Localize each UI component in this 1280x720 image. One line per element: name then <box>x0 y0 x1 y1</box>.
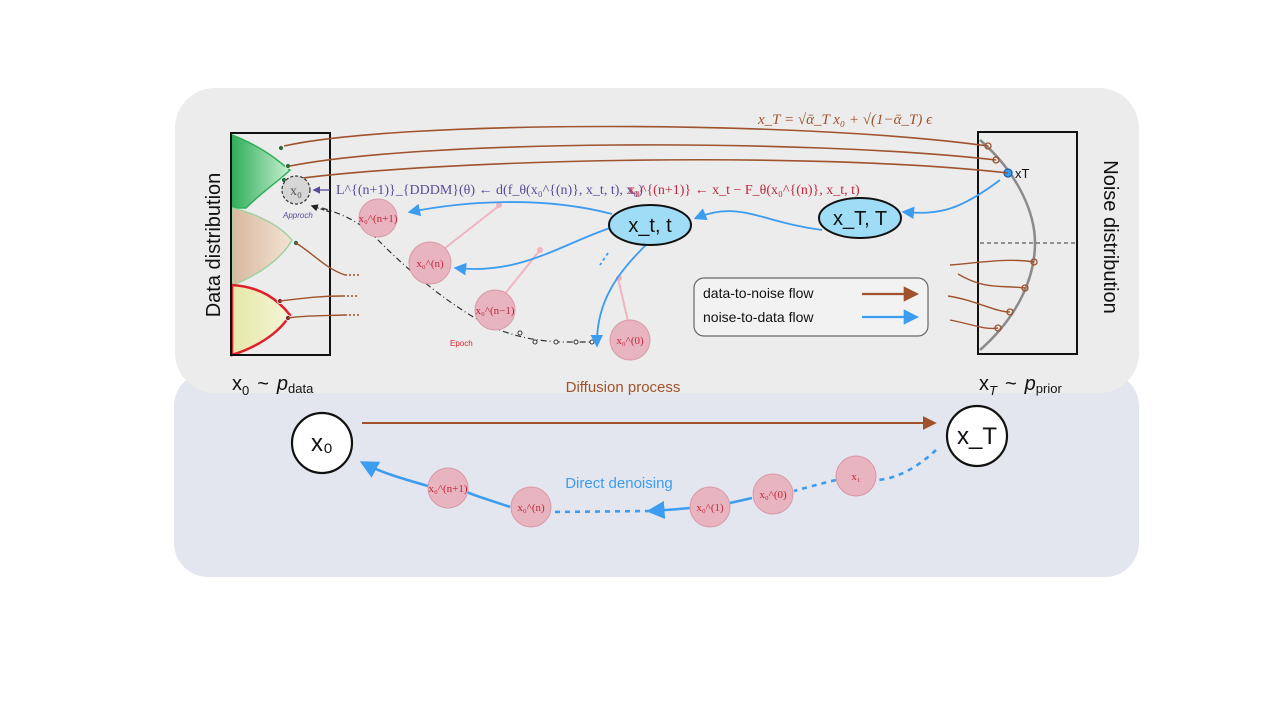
top-iterate-3: x₀^(0) <box>609 319 651 361</box>
reverse-arrows <box>407 179 1001 348</box>
xT-marker-label: xT <box>1015 166 1030 181</box>
bottom-iterates: x₀^(n+1) x₀^(n) x₀^(1) x₀^(0) x₁ <box>427 455 877 528</box>
data-distribution-label: Data distribution <box>203 173 225 318</box>
green-mode <box>231 133 292 209</box>
svg-text:x₀^(n): x₀^(n) <box>416 258 444 270</box>
epoch-label: Epoch <box>450 339 473 348</box>
noise-distribution-label: Noise distribution <box>1099 160 1121 313</box>
update-equation: x₀^{(n+1)} ← x_t − F_θ(x₀^{(n)}, x_t, t) <box>628 183 860 198</box>
bottom-iterate-1: x₀^(n) <box>510 486 552 528</box>
x0-pdata-label: x0~pdata <box>232 373 314 398</box>
svg-text:x_T: x_T <box>957 423 997 450</box>
bottom-xT-node: x_T <box>945 404 1009 468</box>
forward-curves <box>283 125 1009 181</box>
node-xT-T: x_T, T <box>818 197 902 239</box>
noise-box-frame <box>977 131 1078 355</box>
bottom-iterate-4: x₁ <box>835 455 877 497</box>
bottom-denoising-path <box>359 449 937 520</box>
node-xt-t: x_t, t <box>608 204 692 246</box>
tan-mode <box>231 207 293 287</box>
svg-text:x_T, T: x_T, T <box>833 208 887 230</box>
svg-text:x₀: x₀ <box>290 184 302 199</box>
legend-item-reverse: noise-to-data flow <box>703 309 814 325</box>
data-box-frame <box>230 132 331 356</box>
svg-text:x₀^(0): x₀^(0) <box>616 335 644 347</box>
x0-target-bubble: x₀ Approch <box>281 175 313 220</box>
bottom-x0-node: x₀ <box>290 411 354 475</box>
svg-text:x₀: x₀ <box>311 430 333 457</box>
diffusion-process-label: Diffusion process <box>566 379 681 396</box>
svg-text:x0~pdata: x0~pdata <box>232 373 314 398</box>
direct-denoising-label: Direct denoising <box>565 475 673 492</box>
top-iterates: x₀^(n+1) x₀^(n) x₀^(n−1) x₀^(0) <box>358 198 651 361</box>
svg-text:x₀^(1): x₀^(1) <box>696 502 724 514</box>
svg-text:xT~pprior: xT~pprior <box>979 373 1062 398</box>
approach-label: Approch <box>282 211 313 220</box>
top-iterate-1: x₀^(n) <box>408 241 452 285</box>
svg-text:x_t, t: x_t, t <box>628 215 672 237</box>
top-iterate-2: x₀^(n−1) <box>474 289 516 331</box>
top-iterate-0: x₀^(n+1) <box>358 198 398 238</box>
svg-text:x₀^(n): x₀^(n) <box>517 502 545 514</box>
data-distribution-panel: Data distribution <box>203 132 359 357</box>
bottom-iterate-0: x₀^(n+1) <box>427 467 469 509</box>
svg-text:x₀^(n+1): x₀^(n+1) <box>428 483 467 495</box>
yellow-mode <box>230 283 292 357</box>
legend: data-to-noise flow noise-to-data flow <box>693 277 929 337</box>
svg-text:x₁: x₁ <box>851 471 861 483</box>
bottom-iterate-3: x₀^(0) <box>752 473 794 515</box>
xT-pprior-label: xT~pprior <box>979 373 1062 398</box>
svg-text:x₀^(n+1): x₀^(n+1) <box>358 213 397 225</box>
svg-text:x₀^(0): x₀^(0) <box>759 489 787 501</box>
legend-item-forward: data-to-noise flow <box>703 285 814 301</box>
bottom-iterate-2: x₀^(1) <box>689 486 731 528</box>
forward-equation: x_T = √ᾱ_T x₀ + √(1−ᾱ_T) ϵ <box>757 112 933 128</box>
epoch-trajectory: Epoch <box>310 204 600 348</box>
svg-text:x₀^(n−1): x₀^(n−1) <box>475 305 514 317</box>
loss-equation: L^{(n+1)}_{DDDM}(θ) ← d(f_θ(x₀^{(n)}, x_… <box>336 183 643 198</box>
